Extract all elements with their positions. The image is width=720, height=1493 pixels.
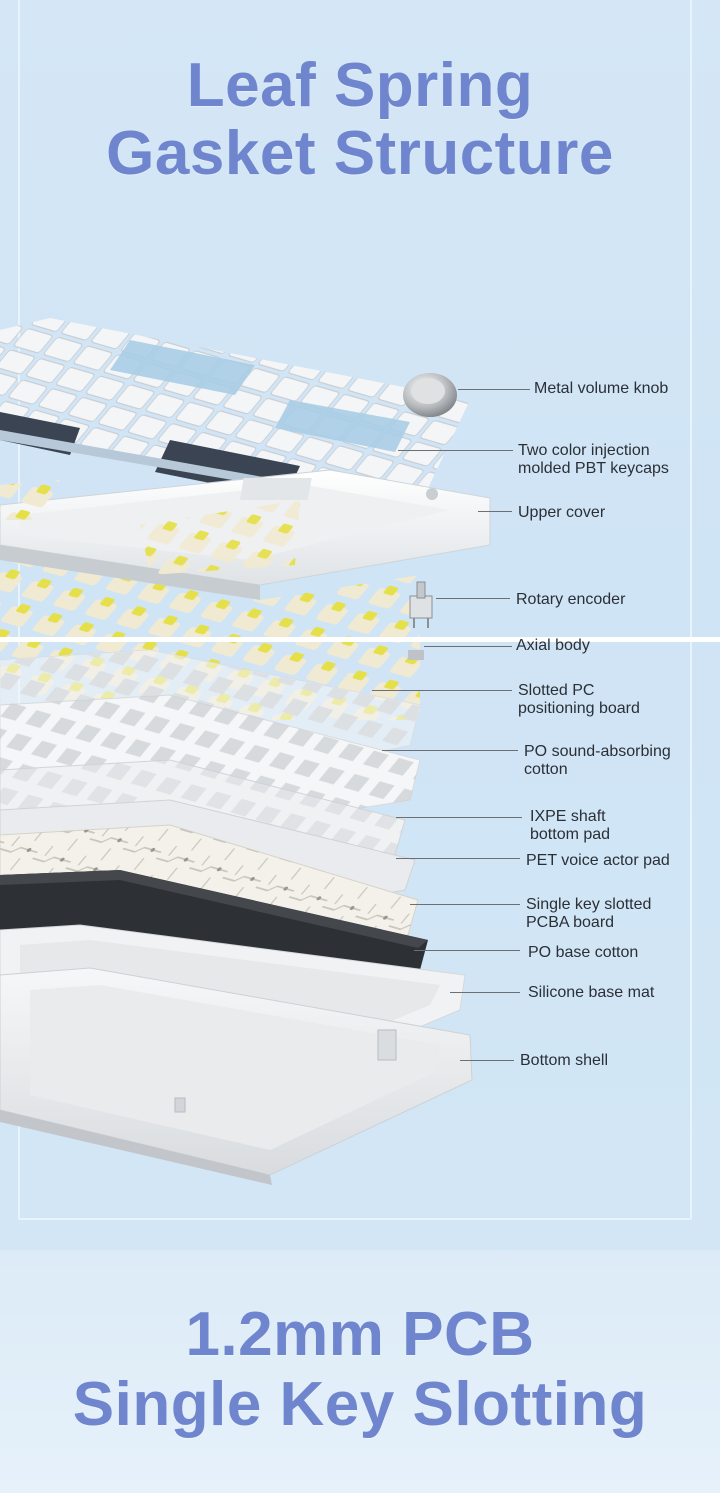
label-upper-cover: Upper cover [518,504,606,521]
pcb-title-line2: Single Key Slotting [72,1370,648,1439]
label-pet-pad: PET voice actor pad [526,852,670,869]
structure-title: Leaf Spring Gasket Structure [0,52,720,188]
leader-line [436,598,510,599]
bottom-shell-layer [0,967,473,1185]
label-metal-volume-knob: Metal volume knob [534,380,669,397]
label-axial-body: Axial body [516,637,590,654]
label-silicone-base-mat: Silicone base mat [528,984,655,1001]
pcb-title-line1: 1.2mm PCB [185,1300,535,1369]
leader-line [382,750,518,751]
leader-line [450,992,520,993]
pcb-title: 1.2mm PCB Single Key Slotting [0,1300,720,1440]
label-base-cotton: PO base cotton [528,944,639,961]
leader-line [460,1060,514,1061]
pcb-feature-panel [0,1250,720,1493]
label-rotary-encoder: Rotary encoder [516,591,626,608]
leader-line [478,511,512,512]
leader-line [424,646,512,647]
leader-line [410,904,520,905]
leader-line [458,389,530,390]
leader-line [398,450,513,451]
leader-line [414,950,520,951]
label-bottom-shell: Bottom shell [520,1052,609,1069]
leader-line [396,817,522,818]
leader-line [396,858,520,859]
image-seam [0,637,720,642]
structure-title-line2: Gasket Structure [106,119,614,188]
structure-title-line1: Leaf Spring [186,51,534,120]
leader-line [372,690,512,691]
rotary-encoder-shape [408,581,433,660]
